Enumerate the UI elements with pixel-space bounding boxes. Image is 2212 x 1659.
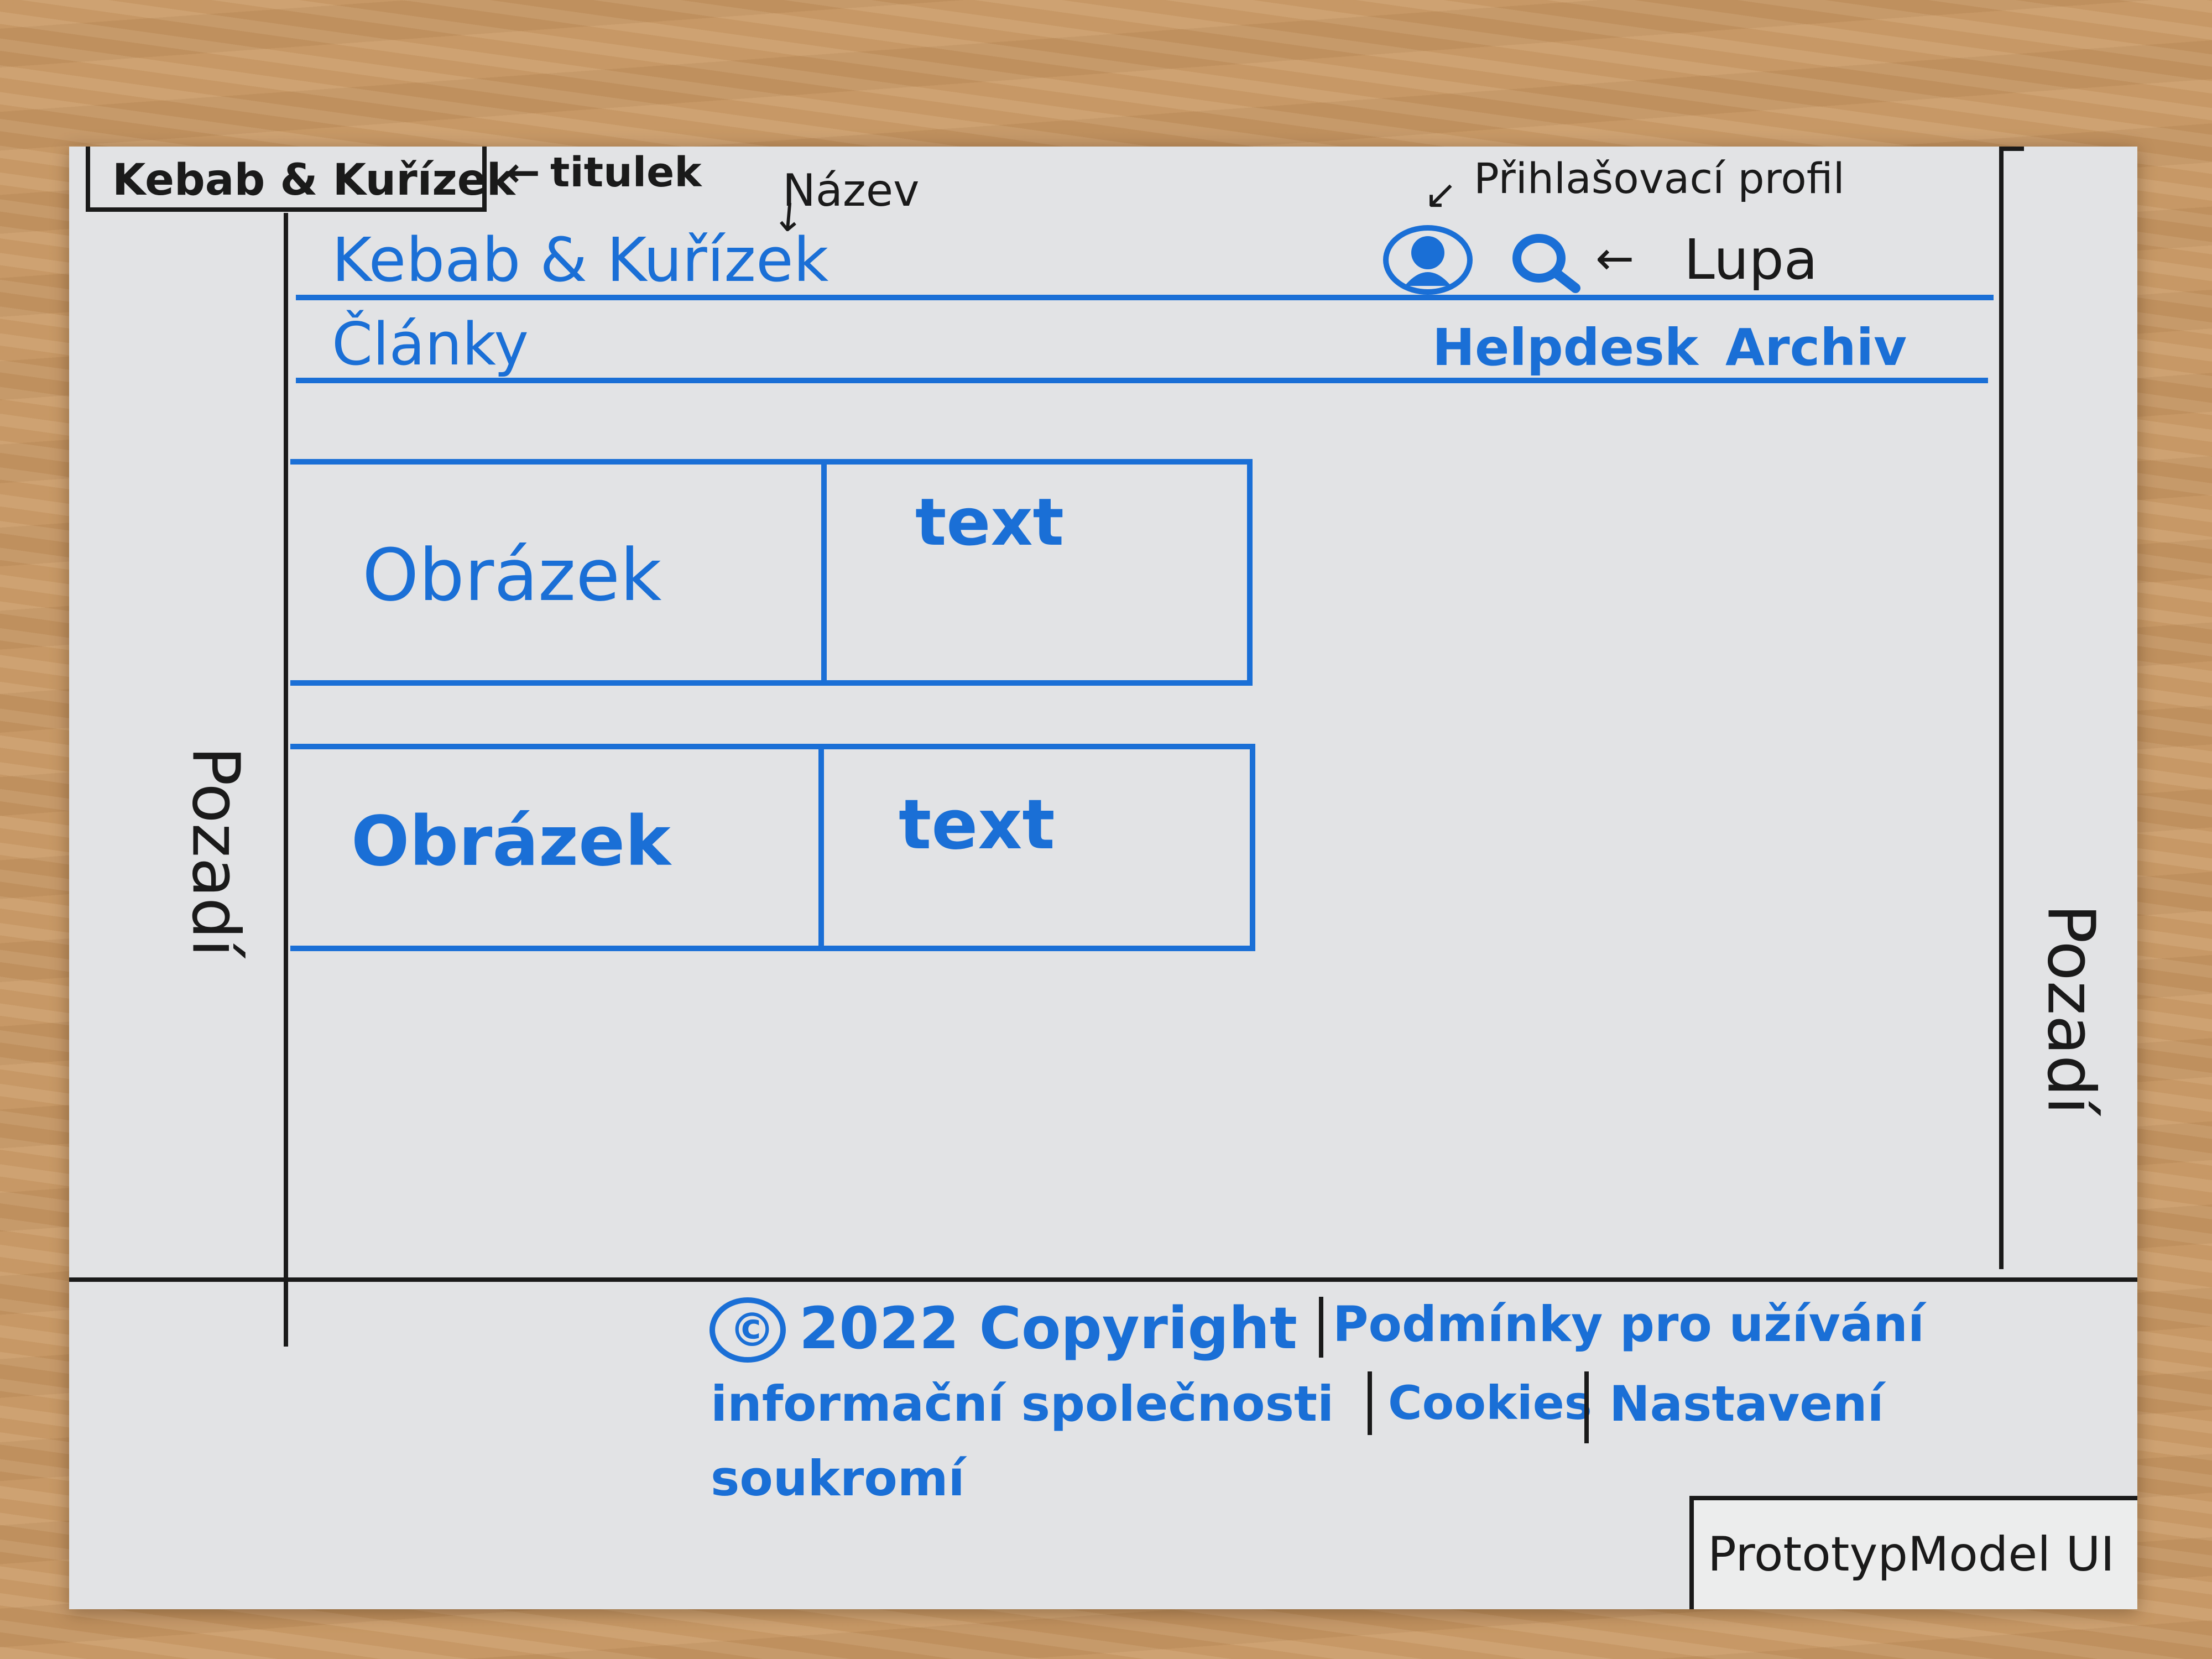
header-underline — [296, 295, 1994, 300]
article-text-placeholder: text — [899, 785, 1055, 865]
nav-item-archiv[interactable]: Archiv — [1725, 318, 1907, 377]
article-image-placeholder: Obrázek — [362, 533, 662, 617]
left-column-border — [284, 213, 288, 1347]
user-icon[interactable] — [1383, 224, 1474, 296]
browser-tab-title: Kebab & Kuřízek — [112, 155, 515, 205]
article-image-placeholder: Obrázek — [351, 802, 671, 881]
annotation-titulek: titulek — [550, 149, 702, 196]
annotation-profile-arrow: ↙ — [1424, 171, 1458, 217]
card-border-right — [1250, 744, 1255, 951]
article-card[interactable]: Obrázek text — [290, 459, 1253, 686]
footer-separator — [1584, 1371, 1589, 1443]
footer-link-terms-line2[interactable]: informační společnosti — [711, 1375, 1334, 1432]
article-text-placeholder: text — [915, 484, 1064, 560]
site-title[interactable]: Kebab & Kuřízek — [332, 225, 829, 295]
wireframe-paper: Kebab & Kuřízek ← titulek Název ↙ Přihla… — [69, 147, 2137, 1609]
card-border-top — [290, 744, 1255, 749]
copyright-icon: © — [708, 1297, 796, 1363]
search-icon[interactable] — [1507, 229, 1584, 296]
footer-links-wrap: Podmínky pro užívání — [711, 1297, 1983, 1385]
annotation-nazev: Název — [782, 165, 920, 216]
prototype-label: PrototypModel UI — [1708, 1527, 2115, 1582]
annotation-profile: Přihlašovací profil — [1474, 154, 1845, 203]
right-column-border-top — [1999, 147, 2024, 151]
footer-separator — [1368, 1371, 1372, 1435]
footer-copyright: 2022 Copyright — [799, 1295, 1297, 1362]
card-divider — [818, 744, 824, 951]
annotation-lupa: Lupa — [1684, 227, 1818, 292]
nav-item-clanky[interactable]: Články — [332, 310, 529, 378]
right-background-label: Pozadí — [2033, 904, 2110, 1115]
card-border-bottom — [290, 946, 1255, 951]
right-column-border — [1999, 147, 2004, 1269]
article-card[interactable]: Obrázek text — [290, 744, 1255, 951]
card-border-top — [290, 459, 1253, 465]
annotation-lupa-arrow: ← — [1595, 231, 1635, 285]
prototype-label-box: PrototypModel UI — [1689, 1496, 2137, 1609]
footer-separator — [1319, 1297, 1323, 1358]
card-border-bottom — [290, 680, 1253, 686]
card-border-right — [1247, 459, 1253, 686]
browser-tab[interactable]: Kebab & Kuřízek — [86, 147, 515, 212]
card-divider — [821, 459, 827, 686]
annotation-tab-arrow: ← — [506, 149, 541, 196]
copyright-symbol: © — [729, 1303, 775, 1357]
footer-link-terms-line1[interactable]: Podmínky pro užívání — [1333, 1296, 1925, 1353]
nav-item-helpdesk[interactable]: Helpdesk — [1432, 318, 1698, 377]
footer-link-cookies[interactable]: Cookies — [1388, 1376, 1592, 1430]
nav-underline — [296, 378, 1988, 383]
footer-link-privacy-line1[interactable]: Nastavení — [1609, 1375, 1884, 1432]
footer-divider — [69, 1277, 2137, 1282]
left-background-label: Pozadí — [178, 746, 254, 957]
footer-link-privacy-line2[interactable]: soukromí — [711, 1450, 965, 1507]
